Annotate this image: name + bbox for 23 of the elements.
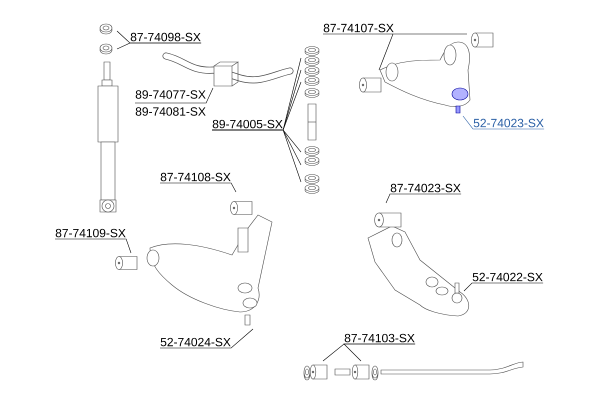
leader-line xyxy=(134,88,214,104)
part-number: 89-74077-SX xyxy=(136,90,206,99)
part-number: 87-74023-SX xyxy=(390,184,461,192)
leader-line xyxy=(160,182,236,192)
part-number: 87-74107-SX xyxy=(324,24,394,32)
leader-line xyxy=(160,328,254,348)
leader-line xyxy=(386,194,462,204)
part-number: 52-74022-SX xyxy=(472,272,543,282)
leader-line xyxy=(378,34,394,70)
leader-line xyxy=(212,130,302,182)
leader-line xyxy=(343,344,416,362)
leader-line xyxy=(464,282,544,292)
leader-line xyxy=(116,42,202,50)
part-number: 52-74023-SX xyxy=(474,118,544,128)
part-number: 89-74005-SX xyxy=(212,120,283,128)
part-number: 87-74108-SX xyxy=(160,172,231,182)
part-number: 87-74098-SX xyxy=(130,32,201,42)
leader-line xyxy=(54,238,132,254)
part-number: 87-74103-SX xyxy=(344,334,415,342)
part-number: 87-74109-SX xyxy=(56,228,126,238)
part-number: 89-74081-SX xyxy=(136,107,206,116)
leader-line xyxy=(462,116,544,130)
part-number: 52-74024-SX xyxy=(160,338,231,346)
